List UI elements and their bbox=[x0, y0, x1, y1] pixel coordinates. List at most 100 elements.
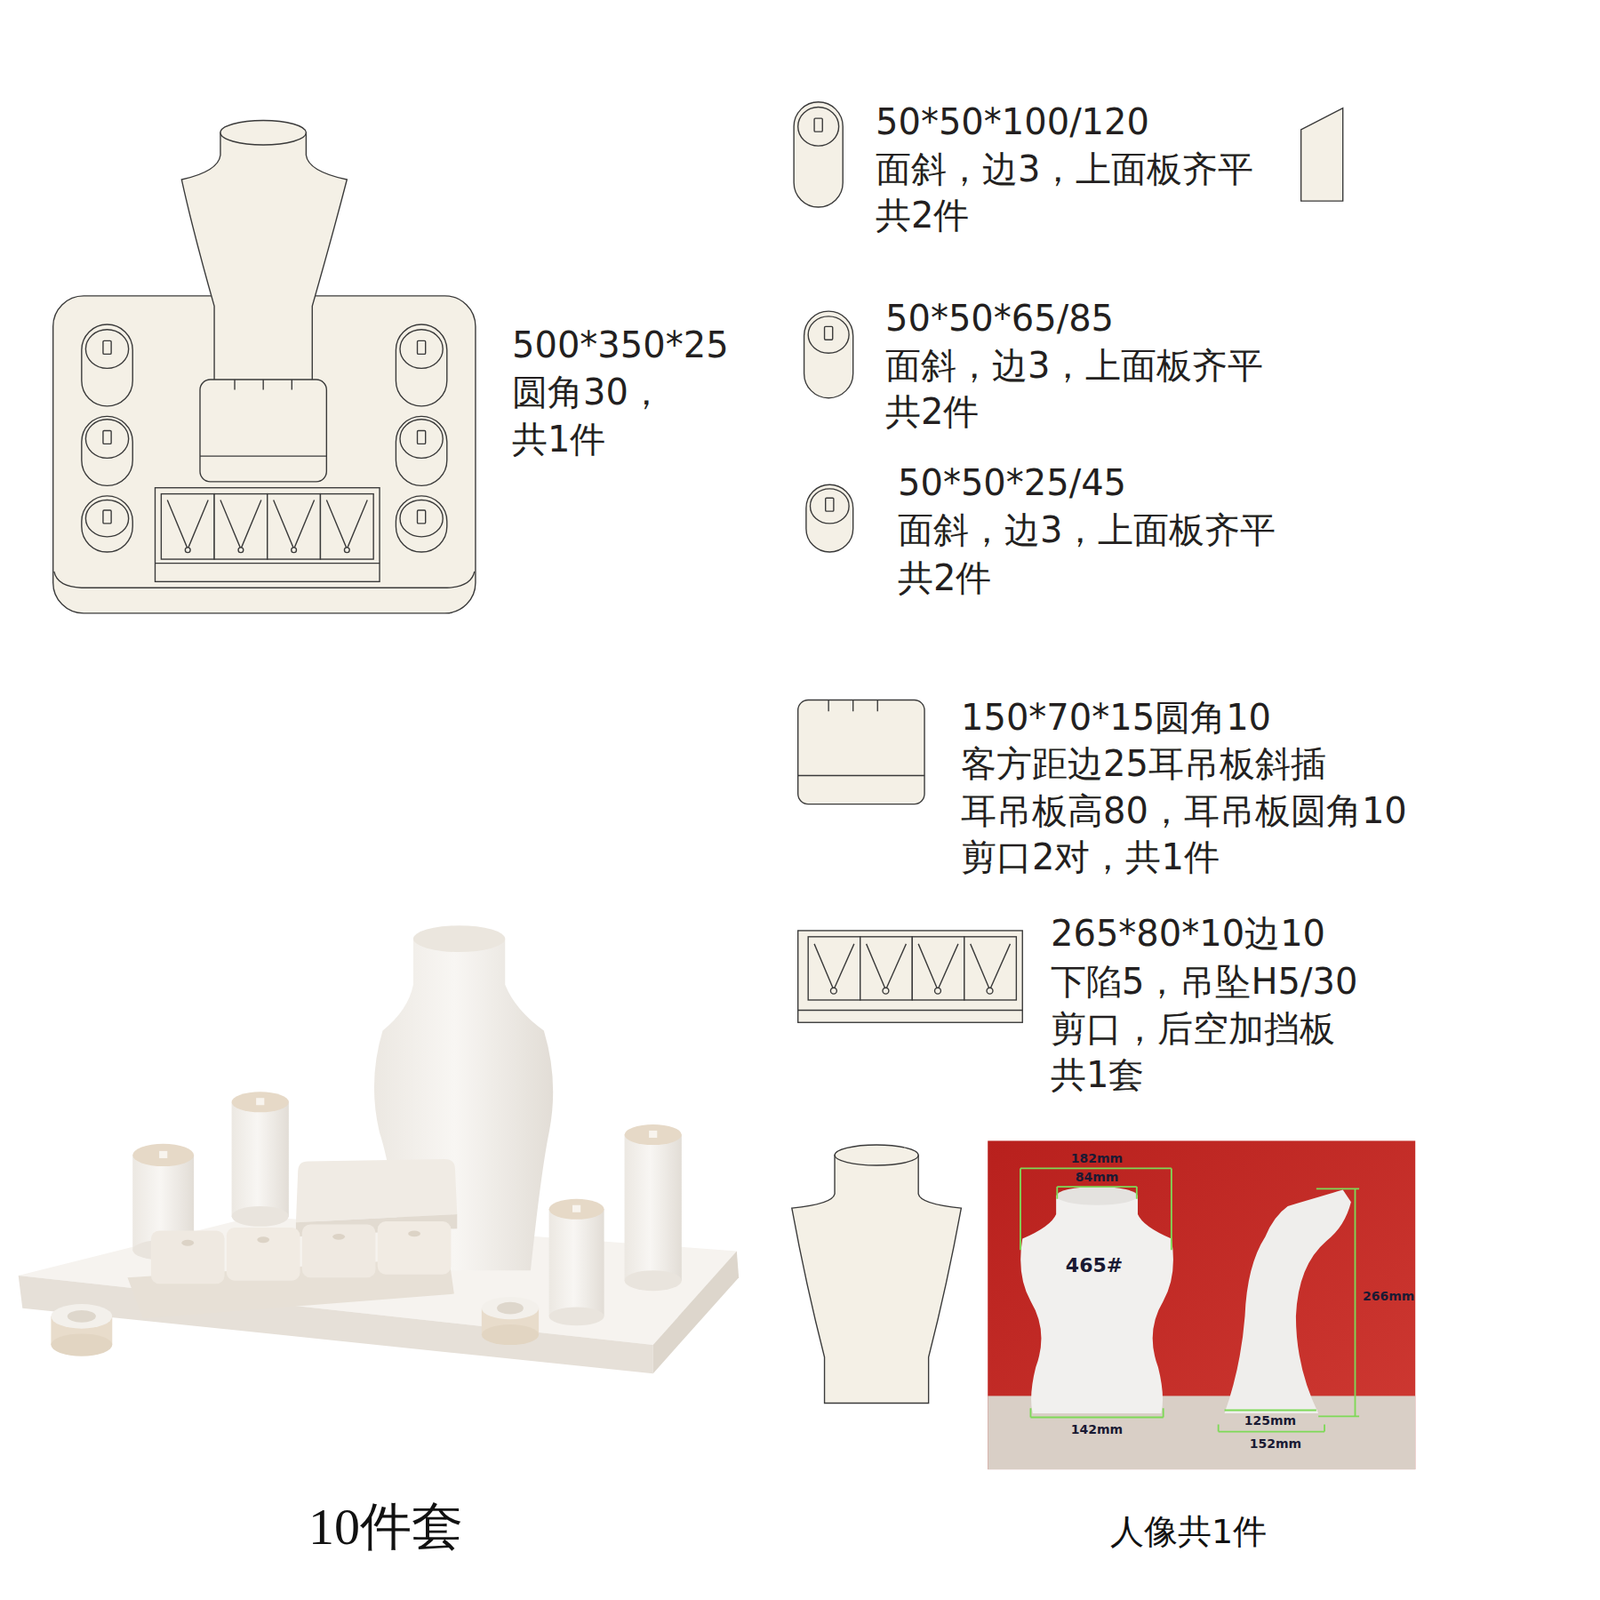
set-caption: 10件套 bbox=[308, 1496, 464, 1559]
spec-text: 150*70*15圆角10 bbox=[960, 696, 1272, 739]
spec-text: 客方距边25耳吊板斜插 bbox=[960, 742, 1327, 785]
ring-holder-top bbox=[81, 416, 133, 486]
bust-photo bbox=[1224, 1409, 1317, 1412]
ring-holder-top bbox=[417, 430, 426, 444]
ring-holder-top bbox=[85, 500, 128, 537]
ring-holder-icon bbox=[793, 102, 1344, 552]
spec-text: 50*50*25/45 bbox=[897, 461, 1127, 504]
product-photo bbox=[481, 1324, 539, 1345]
bust-photo bbox=[987, 1140, 1416, 1470]
pendant-tray-top bbox=[184, 547, 191, 553]
ring-holder-icon bbox=[824, 326, 833, 340]
ring-holder-icon bbox=[804, 311, 854, 399]
spec-text: 面斜，边3，上面板齐平 bbox=[897, 508, 1276, 552]
dimension-label: 182mm bbox=[1071, 1151, 1123, 1167]
product-photo bbox=[256, 1236, 270, 1243]
product-photo bbox=[302, 1224, 376, 1279]
spec-text: 50*50*100/120 bbox=[875, 100, 1150, 144]
bust-caption: 人像共1件 bbox=[1110, 1512, 1267, 1553]
tray-drawing bbox=[181, 132, 347, 388]
product-photo bbox=[549, 1208, 605, 1317]
spec-text: 剪口，后空加挡板 bbox=[1050, 1007, 1336, 1050]
pendant-tray-top bbox=[344, 547, 350, 553]
product-photo bbox=[481, 1296, 539, 1320]
ring-holder-icon bbox=[808, 316, 849, 353]
product-photo bbox=[151, 1230, 225, 1284]
product-photo bbox=[624, 1270, 682, 1291]
spec-text: 265*80*10边10 bbox=[1050, 912, 1326, 955]
ring-holder-top bbox=[81, 324, 133, 407]
bust-photo bbox=[1020, 1168, 1172, 1250]
ring-holder-top bbox=[400, 500, 443, 537]
model-number: 465# bbox=[1065, 1254, 1123, 1278]
dimension-label: 152mm bbox=[1249, 1436, 1302, 1452]
earring-board-top bbox=[200, 379, 327, 482]
product-photo bbox=[232, 1091, 289, 1112]
spec-text: 圆角30， bbox=[512, 370, 664, 414]
bust-photo bbox=[1030, 1408, 1163, 1417]
product-photo bbox=[408, 1230, 421, 1237]
product-photo bbox=[132, 1144, 194, 1167]
spec-text: 共2件 bbox=[885, 390, 979, 433]
pendant-tray-top bbox=[154, 488, 380, 583]
pendant-tray-top bbox=[291, 547, 297, 553]
ring-holder-icon bbox=[806, 484, 854, 552]
spec-text: 共2件 bbox=[875, 193, 969, 237]
product-photo bbox=[296, 1159, 457, 1223]
ring-holder-top bbox=[395, 416, 447, 486]
dimension-label: 266mm bbox=[1362, 1288, 1415, 1304]
ring-holder-icon bbox=[1301, 108, 1344, 201]
ring-holder-top bbox=[85, 329, 128, 369]
pendant-tray-top bbox=[167, 500, 368, 550]
product-photo bbox=[181, 1240, 194, 1247]
dimension-label: 142mm bbox=[1071, 1422, 1123, 1438]
pendant-tray-icon bbox=[935, 987, 942, 994]
ring-holder-icon bbox=[814, 118, 823, 132]
tray-drawing bbox=[220, 120, 306, 145]
ring-holder-top bbox=[103, 510, 112, 524]
product-photo bbox=[413, 925, 505, 952]
bust-photo bbox=[1224, 1190, 1352, 1414]
spec-text: 面斜，边3，上面板齐平 bbox=[875, 147, 1254, 191]
bust-icon bbox=[834, 1144, 919, 1166]
product-photo bbox=[232, 1206, 289, 1227]
product-photo bbox=[648, 1130, 657, 1138]
product-photo bbox=[496, 1302, 524, 1315]
pendant-tray-icon bbox=[830, 987, 837, 994]
product-photo bbox=[50, 1333, 112, 1356]
dimension-label: 84mm bbox=[1075, 1169, 1120, 1185]
spec-text: 50*50*65/85 bbox=[885, 296, 1114, 340]
ring-holder-top bbox=[395, 324, 447, 407]
product-photo bbox=[549, 1199, 605, 1220]
bust-photo bbox=[1056, 1186, 1137, 1200]
earring-board-icon bbox=[798, 700, 925, 776]
spec-text: 共1件 bbox=[512, 417, 606, 461]
pendant-tray-icon bbox=[798, 930, 1024, 1023]
product-photo bbox=[50, 1304, 112, 1329]
ring-holder-icon bbox=[793, 102, 843, 208]
dimension-label: 125mm bbox=[1244, 1413, 1296, 1429]
product-photo bbox=[159, 1151, 168, 1159]
ring-holder-top bbox=[400, 329, 443, 369]
bust-photo bbox=[1316, 1188, 1360, 1416]
ring-holder-top bbox=[85, 419, 128, 459]
ring-holder-top bbox=[103, 340, 112, 354]
earring-board-icon bbox=[798, 700, 925, 805]
spec-text: 剪口2对，共1件 bbox=[960, 835, 1220, 879]
bust-icon bbox=[792, 1154, 962, 1403]
product-photo bbox=[377, 1221, 452, 1275]
spec-text: 共1套 bbox=[1050, 1053, 1144, 1096]
bust-photo bbox=[987, 1140, 1416, 1470]
bust-photo bbox=[1020, 1195, 1174, 1414]
earring-board-icon bbox=[798, 700, 925, 805]
pendant-tray-icon bbox=[798, 1009, 1024, 1011]
product-photo bbox=[232, 1102, 289, 1217]
ring-holder-top bbox=[103, 430, 112, 444]
ring-holder-icon bbox=[825, 497, 834, 512]
product-photo bbox=[572, 1205, 581, 1213]
earring-board-top bbox=[200, 379, 327, 456]
ring-holder-top bbox=[417, 340, 426, 354]
product-photo bbox=[18, 925, 739, 1374]
spec-text: 500*350*25 bbox=[512, 323, 729, 367]
